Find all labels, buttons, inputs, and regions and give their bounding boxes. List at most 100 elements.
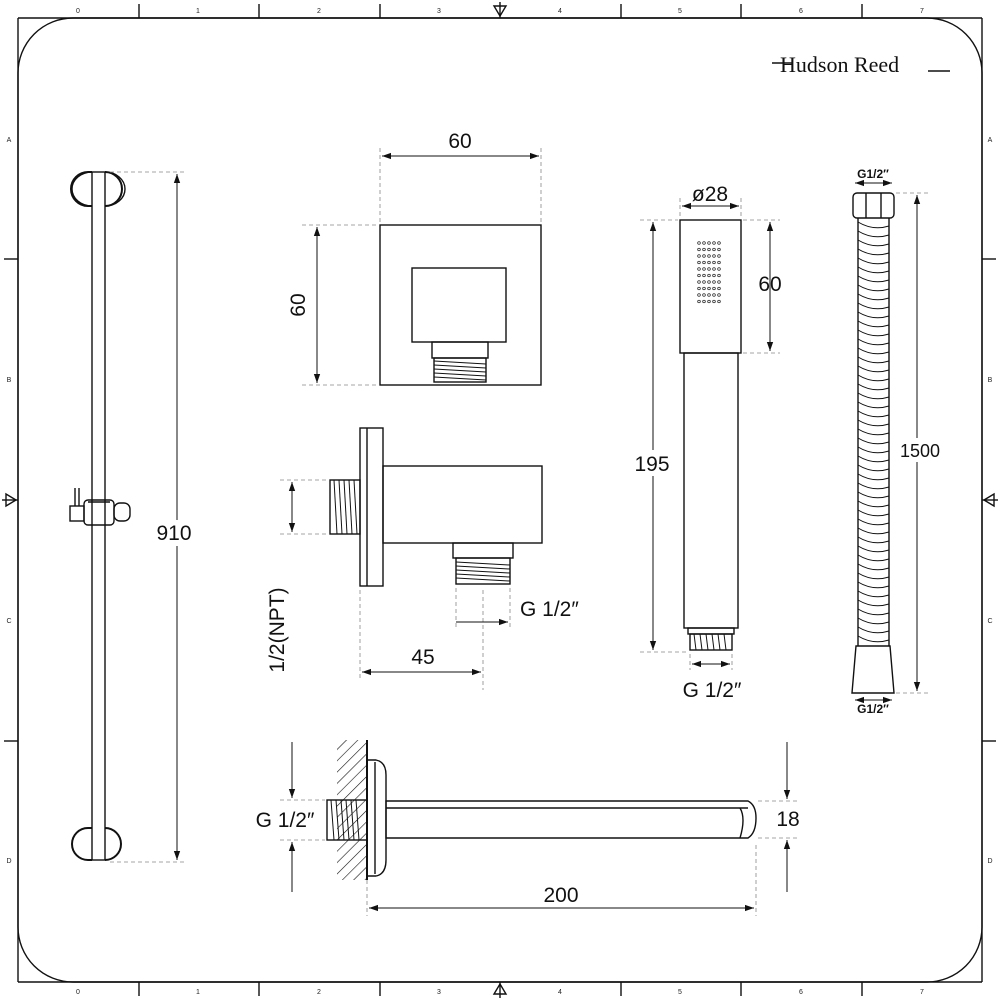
hose-coil xyxy=(857,473,890,481)
svg-text:6: 6 xyxy=(799,989,803,996)
nozzle-dot xyxy=(712,273,716,278)
rail-length-dimension xyxy=(110,171,190,863)
handset-head-dimension xyxy=(743,219,780,354)
hose-coil xyxy=(857,527,890,535)
handset-thread-label: G 1/2″ xyxy=(683,679,742,702)
hose-coil xyxy=(857,311,890,319)
rail-length-label: 910 xyxy=(156,522,191,545)
nozzle-dot xyxy=(707,267,711,271)
hose-coil xyxy=(857,626,890,634)
nozzle-dot xyxy=(717,280,721,284)
svg-text:A: A xyxy=(988,137,993,144)
nozzle-dot xyxy=(712,267,716,271)
svg-text:5: 5 xyxy=(678,8,682,15)
hose-coil xyxy=(857,320,890,328)
nozzle-dot xyxy=(702,267,706,271)
svg-text:D: D xyxy=(987,858,992,865)
nozzle-dot xyxy=(712,286,716,291)
hose-bottom-fitting-label: G1/2″ xyxy=(857,702,889,716)
handset-diameter-dimension xyxy=(679,198,742,218)
nozzle-dot xyxy=(697,247,701,252)
hose-coil xyxy=(857,257,890,265)
nozzle-dot xyxy=(717,254,721,258)
hose-top-fitting-label: G1/2″ xyxy=(857,167,889,181)
hose-coil xyxy=(857,428,890,436)
column-labels-bottom: 0 1 2 3 4 5 6 7 xyxy=(76,989,924,996)
svg-text:D: D xyxy=(6,858,11,865)
svg-text:2: 2 xyxy=(317,8,321,15)
hose-coil xyxy=(857,563,890,571)
nozzle-dot xyxy=(717,267,721,271)
hose-coil xyxy=(857,356,890,364)
nozzle-dot xyxy=(712,299,716,304)
handset-thread-dimension xyxy=(689,654,733,670)
hose-coil xyxy=(857,383,890,391)
hose-coil xyxy=(857,572,890,580)
outlet-depth-dimension xyxy=(359,590,484,690)
outlet-depth-label: 45 xyxy=(411,646,434,669)
nozzle-dot xyxy=(707,260,711,265)
hose-coil xyxy=(857,617,890,625)
nozzle-dot xyxy=(717,299,721,304)
svg-text:5: 5 xyxy=(678,989,682,996)
hose-coil xyxy=(857,482,890,490)
nozzle-dot xyxy=(702,286,706,291)
spout-height-dimension xyxy=(758,742,800,892)
outlet-width-dimension xyxy=(379,148,542,222)
nozzle-dot xyxy=(712,293,716,297)
hose-coil xyxy=(857,338,890,346)
nozzle-dot xyxy=(712,241,716,245)
nozzle-dot xyxy=(717,247,721,252)
hose-coil xyxy=(857,293,890,301)
hose-coil xyxy=(857,239,890,247)
hose-coil xyxy=(857,635,890,643)
svg-text:B: B xyxy=(988,377,993,384)
shower-hose xyxy=(851,192,895,694)
shower-handset xyxy=(679,219,742,651)
nozzle-dot xyxy=(702,247,706,252)
outlet-inlet-dimension xyxy=(280,479,328,535)
hose-coil xyxy=(857,419,890,427)
hose-coil xyxy=(857,536,890,544)
hose-coil xyxy=(857,554,890,562)
hose-coils xyxy=(857,221,890,643)
nozzle-dot xyxy=(717,260,721,265)
handset-length-dimension xyxy=(630,219,688,653)
hose-coil xyxy=(857,374,890,382)
svg-text:2: 2 xyxy=(317,989,321,996)
handset-length-label: 195 xyxy=(634,453,669,476)
nozzle-dot xyxy=(702,293,706,297)
nozzle-dot xyxy=(707,280,711,284)
svg-text:1: 1 xyxy=(196,8,200,15)
handset-diameter-label: ø28 xyxy=(692,183,728,206)
outlet-thread-label: G 1/2″ xyxy=(520,598,579,621)
nozzle-dot xyxy=(697,286,701,291)
nozzle-dot xyxy=(697,267,701,271)
brand-logo: Hudson Reed xyxy=(772,52,950,77)
nozzle-dot xyxy=(702,260,706,265)
hose-coil xyxy=(857,464,890,472)
svg-text:3: 3 xyxy=(437,8,441,15)
hose-coil xyxy=(857,302,890,310)
nozzle-dot xyxy=(712,254,716,258)
handset-head-label: 60 xyxy=(758,273,781,296)
hose-coil xyxy=(857,455,890,463)
nozzle-dot xyxy=(707,273,711,278)
svg-text:4: 4 xyxy=(558,8,562,15)
nozzle-dot xyxy=(697,293,701,297)
hose-coil xyxy=(857,446,890,454)
spout-thread-dimension xyxy=(280,742,325,892)
hose-coil xyxy=(857,581,890,589)
hose-coil xyxy=(857,608,890,616)
bath-spout xyxy=(326,759,757,877)
hose-coil xyxy=(857,491,890,499)
svg-text:0: 0 xyxy=(76,989,80,996)
svg-text:1: 1 xyxy=(196,989,200,996)
wall-outlet-front-view xyxy=(379,224,542,386)
svg-text:B: B xyxy=(7,377,12,384)
nozzle-dot xyxy=(707,286,711,291)
hose-coil xyxy=(857,284,890,292)
